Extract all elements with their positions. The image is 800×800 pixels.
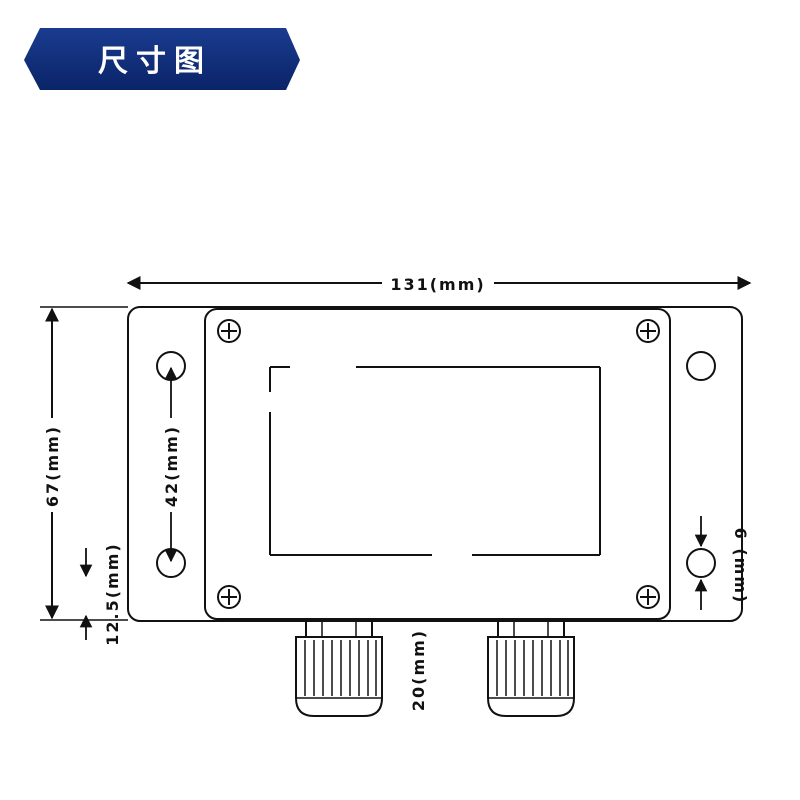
banner-title: 尺寸图 (98, 44, 212, 79)
mounting-plate (127, 306, 743, 622)
hole-diameter-dimension: 6 (mm) (694, 516, 750, 610)
enclosure-body (204, 308, 671, 620)
width-label: 131(mm) (390, 275, 485, 294)
width-dimension: 131(mm) (126, 275, 752, 294)
mounting-hole-icon (686, 351, 716, 381)
cable-gland-icon (295, 620, 383, 717)
mounting-hole-icon (686, 548, 716, 578)
plus-screw-icon (217, 585, 241, 609)
height-label: 67(mm) (43, 425, 62, 507)
bottom-offset-dimension: 12.5(mm) (79, 542, 122, 646)
hole-diameter-label: 6 (mm) (731, 528, 750, 605)
title-banner: 尺寸图 (24, 28, 300, 90)
plus-screw-icon (217, 319, 241, 343)
hole-spacing-dimension: 42(mm) (162, 366, 181, 563)
bottom-offset-label: 12.5(mm) (103, 542, 122, 645)
display-window (269, 366, 601, 556)
plus-screw-icon (636, 585, 660, 609)
plus-screw-icon (636, 319, 660, 343)
cable-gland-icon (487, 620, 575, 717)
gland-length-label: 20(mm) (409, 629, 428, 711)
hole-spacing-label: 42(mm) (162, 425, 181, 507)
